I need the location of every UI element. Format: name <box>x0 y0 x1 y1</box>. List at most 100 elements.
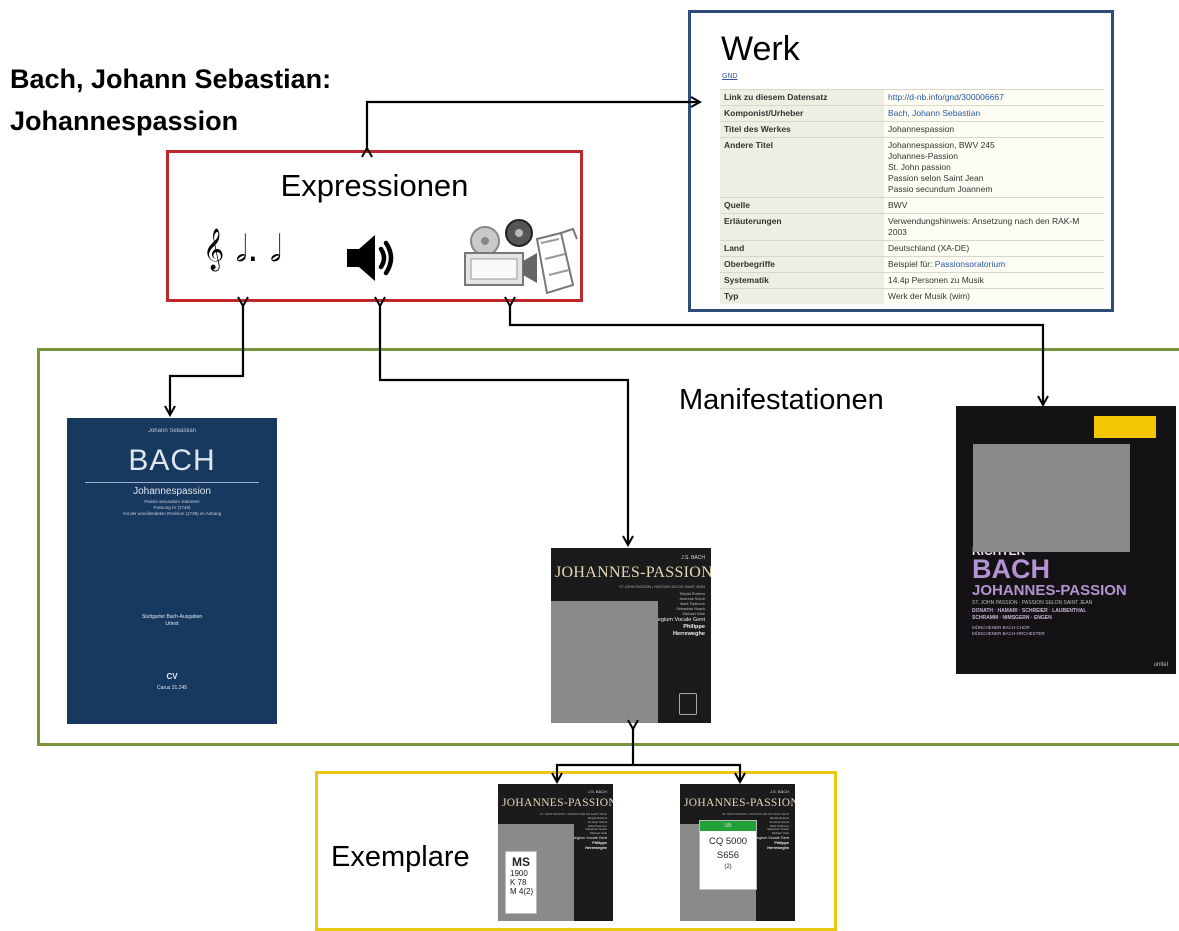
arrow-werk-expressionen <box>367 102 700 148</box>
label-logo <box>1094 416 1156 438</box>
cd-title: JOHANNES-PASSION <box>684 797 795 809</box>
expressionen-box: Expressionen 𝄞 𝅗𝅥. 𝅗𝅥 <box>166 150 583 302</box>
title-line-1: Bach, Johann Sebastian: <box>10 64 332 94</box>
score-rule <box>85 482 259 483</box>
cd-subtitle: ST JOHN PASSION • PASSION SELON SAINT JE… <box>722 812 789 816</box>
werk-value-line: BWV <box>888 200 908 210</box>
shelf-label: MS 1900 K 78 M 4(2) <box>505 851 537 914</box>
dvd-ensemble-line: MÜNCHENER BACH-CHOR <box>972 625 1030 630</box>
werk-row-value[interactable]: http://d-nb.info/gnd/300006667 <box>884 89 1104 106</box>
diagram-title: Bach, Johann Sebastian: Johannespassion <box>10 58 331 142</box>
werk-row-key: Link zu diesem Datensatz <box>720 89 884 106</box>
cd-title: JOHANNES-PASSION <box>502 797 613 809</box>
cd-title: JOHANNES-PASSION <box>555 564 711 581</box>
werk-row-value: Verwendungshinweis: Ansetzung nach den R… <box>884 213 1104 241</box>
gnd-tag[interactable]: GND <box>722 73 738 80</box>
dvd-cast-line: DONATH · HAMARI · SCHREIER · LAUBENTHAL <box>972 608 1087 614</box>
werk-row-key: Komponist/Urheber <box>720 105 884 122</box>
werk-row: Typ Werk der Musik (wim) <box>720 288 1104 304</box>
cd-cast: Sibylla Rubens Andreas Scholl Mark Padmo… <box>585 816 607 836</box>
cd-ensemble-line: Herreweghe <box>585 846 607 850</box>
cd-subtitle: ST JOHN PASSION • PASSION SELON SAINT JE… <box>619 585 705 589</box>
cd-composer: J.S. BACH <box>681 555 705 561</box>
werk-value-line: Passio secundum Joannem <box>888 184 993 194</box>
dvd-title: JOHANNES-PASSION <box>972 582 1127 599</box>
cd-ensemble-line: Collegium Vocale Gent <box>648 617 705 623</box>
werk-value-line: Beispiel für: <box>888 259 935 269</box>
shelf-label-line: CQ 5000 <box>708 836 748 847</box>
shelf-label-line: K 78 <box>510 878 527 887</box>
shelf-label-line: S656 <box>716 850 740 861</box>
werk-row: Link zu diesem Datensatz http://d-nb.info… <box>720 89 1104 106</box>
werk-row-key: Typ <box>720 288 884 304</box>
harmonia-mundi-logo <box>679 693 697 715</box>
werk-row-value: 14.4p Personen zu Musik <box>884 272 1104 289</box>
cd-ensemble-line: Philippe <box>683 624 705 630</box>
dvd-composer: BACH <box>972 554 1050 584</box>
score-edition-line: Urtext <box>165 621 179 627</box>
werk-value-line: Johannespassion <box>888 124 955 134</box>
score-composer: BACH <box>128 444 216 477</box>
werk-row-key: Erläuterungen <box>720 213 884 241</box>
cd-cast-name: Andreas Scholl <box>679 597 705 601</box>
score-catalog-number: Carus 31.245 <box>156 685 188 691</box>
cd-ensemble: Collegium Vocale Gent Philippe Herrewegh… <box>568 836 607 851</box>
dvd-subtitle: ST. JOHN PASSION · PASSION SELON SAINT J… <box>972 600 1093 606</box>
werk-value-line: Passion selon Saint Jean <box>888 173 984 183</box>
carus-logo: CV <box>166 672 178 681</box>
dvd-cast-line: SCHRAMM · NIMSGERN · ENGEN <box>972 615 1052 621</box>
cd-ensemble-line: Philippe <box>592 841 607 845</box>
exemplare-label: Exemplare <box>331 841 470 873</box>
shelf-label-line: 1900 <box>510 869 528 878</box>
cd-ensemble-line: Collegium Vocale Gent <box>750 836 789 840</box>
dvd-cast: DONATH · HAMARI · SCHREIER · LAUBENTHAL … <box>972 608 1086 622</box>
werk-row-key: Oberbegriffe <box>720 256 884 273</box>
cd-cast-name: Michael Volle <box>771 831 789 836</box>
werk-row: Komponist/Urheber Bach, Johann Sebastian <box>720 105 1104 122</box>
score-cover: Johann Sebastian BACH Johannespassion Pa… <box>67 418 277 724</box>
werk-value-line: Johannespassion, BWV 245 <box>888 140 995 150</box>
score-subtitle-line: Passio secundum Joannem <box>144 499 200 504</box>
exemplar-cd-left: J.S. BACH JOHANNES-PASSION ST JOHN PASSI… <box>498 784 613 921</box>
werk-value-line: 14.4p Personen zu Musik <box>888 275 984 285</box>
cd-cast-name: Mark Padmore <box>680 602 705 606</box>
cd-cover: J.S. BACH JOHANNES-PASSION ST JOHN PASSI… <box>551 548 711 723</box>
cd-cast-name: Andreas Scholl <box>587 819 607 824</box>
werk-value-line: Werk der Musik (wim) <box>888 291 971 301</box>
redacted-area <box>551 601 658 723</box>
cd-cast-name: Sebastian Noack <box>676 607 705 611</box>
score-title: Johannespassion <box>133 486 211 497</box>
werk-row-value[interactable]: Bach, Johann Sebastian <box>884 105 1104 122</box>
dvd-ensemble-line: MÜNCHENER BACH-ORCHESTER <box>972 631 1045 636</box>
werk-value-line: Bach, Johann Sebastian <box>888 108 981 118</box>
cd-composer: J.S. BACH <box>769 789 789 795</box>
werk-row-value: Deutschland (XA-DE) <box>884 240 1104 257</box>
werk-row-value[interactable]: Beispiel für: Passionsoratorium <box>884 256 1104 273</box>
score-subtitle: Passio secundum Joannem Fassung IV (1749… <box>67 499 277 517</box>
cd-cast-name: Mark Padmore <box>770 823 789 828</box>
cd-cast: Sibylla Rubens Andreas Scholl Mark Padmo… <box>676 592 705 617</box>
shelf-label-bar: UB <box>700 821 756 831</box>
expressionen-heading: Expressionen <box>280 168 469 203</box>
shelf-label-line: (2) <box>724 864 732 870</box>
cd-ensemble: Collegium Vocale Gent Philippe Herrewegh… <box>750 836 789 851</box>
shelf-label-head: MS <box>512 855 530 869</box>
cd-cast-name: Sebastian Noack <box>585 827 607 832</box>
cd-composer: J.S. BACH <box>587 789 607 795</box>
cd-ensemble-line: Philippe <box>774 841 789 845</box>
werk-heading: Werk <box>721 30 800 68</box>
werk-row-value: Werk der Musik (wim) <box>884 288 1104 304</box>
exemplar-cd-right: J.S. BACH JOHANNES-PASSION ST JOHN PASSI… <box>680 784 795 921</box>
werk-value-line: http://d-nb.info/gnd/300006667 <box>888 92 1004 102</box>
dvd-cover: RICHTER BACH JOHANNES-PASSION ST. JOHN P… <box>956 406 1176 674</box>
cd-cast: Sibylla Rubens Andreas Scholl Mark Padmo… <box>767 816 789 836</box>
cd-cast-name: Andreas Scholl <box>769 819 789 824</box>
cd-ensemble-line: Herreweghe <box>767 846 789 850</box>
